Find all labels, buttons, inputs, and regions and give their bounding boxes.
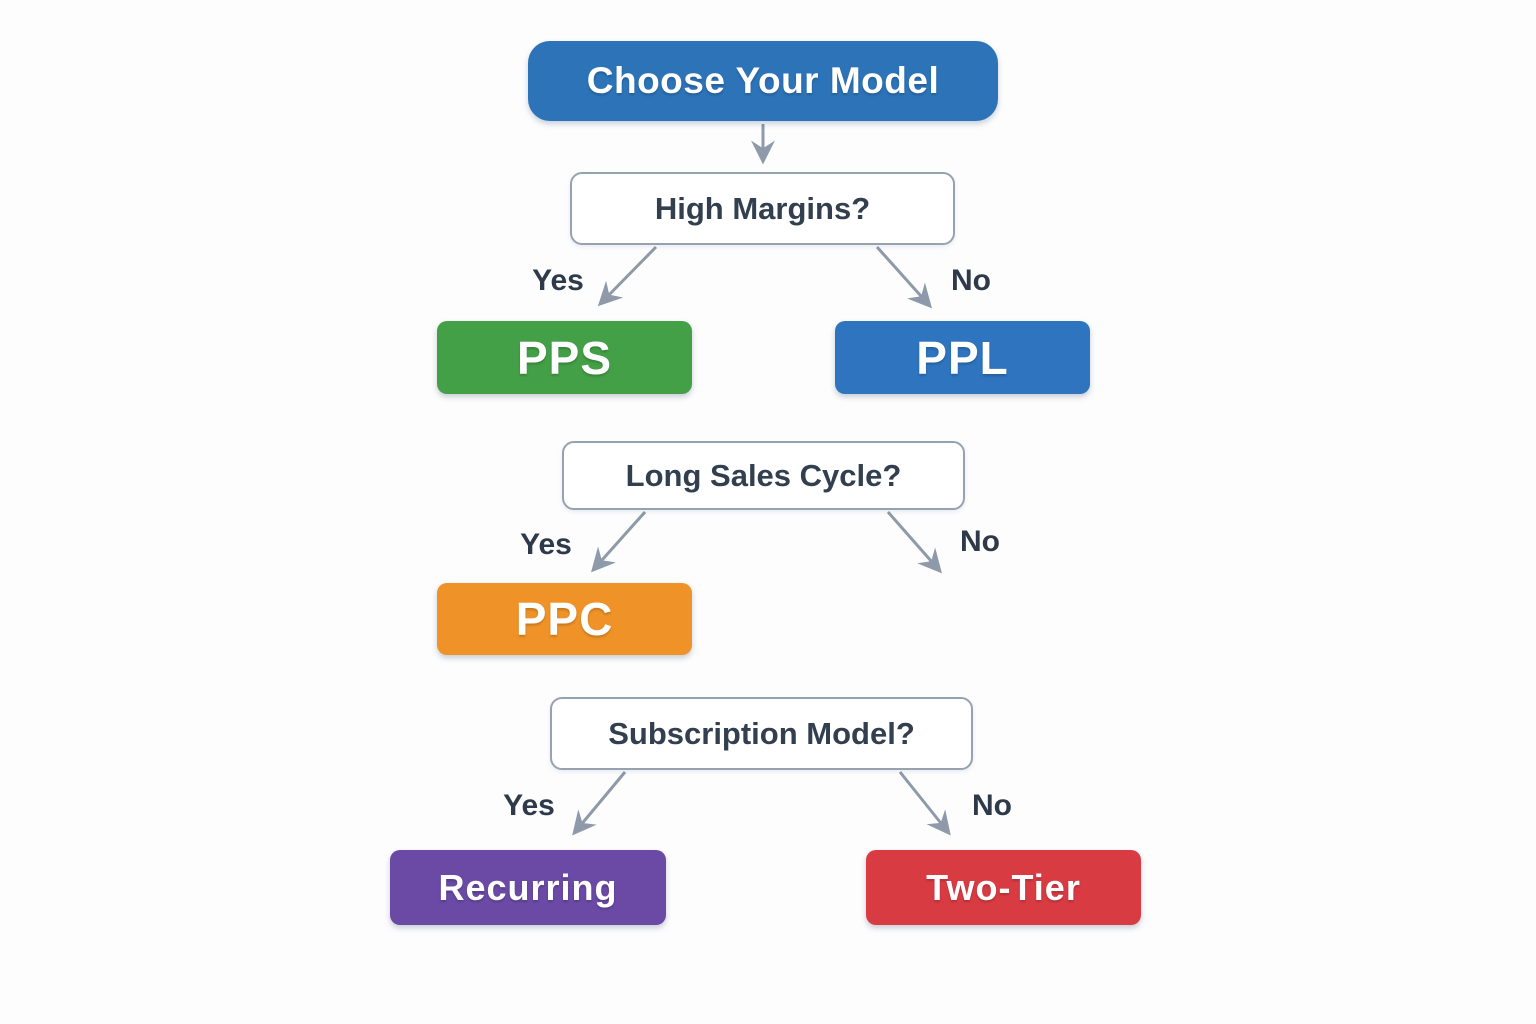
edge-label-q3-yes: Yes: [503, 789, 555, 822]
edge-label-q3-no: No: [972, 789, 1012, 822]
question-node-subscription-model: Subscription Model?: [550, 697, 973, 770]
question-node-high-margins: High Margins?: [570, 172, 955, 245]
edge-label-q2-yes: Yes: [520, 528, 572, 561]
arrow-q1-yes: [597, 245, 658, 307]
arrow-q3-yes: [572, 771, 627, 836]
outcome-node-ppl: PPL: [835, 321, 1090, 394]
edge-label-q1-yes: Yes: [532, 264, 584, 297]
root-node-choose-your-model: Choose Your Model: [528, 41, 998, 121]
outcome-node-recurring: Recurring: [390, 850, 666, 925]
arrow-q1-no: [875, 245, 933, 309]
arrow-q3-no: [898, 771, 951, 836]
edge-label-q2-no: No: [960, 525, 1000, 558]
arrow-q2-no: [886, 511, 942, 574]
arrow-q2-yes: [590, 510, 647, 573]
outcome-node-pps: PPS: [437, 321, 692, 394]
edge-label-q1-no: No: [951, 264, 991, 297]
outcome-node-two-tier: Two-Tier: [866, 850, 1141, 925]
question-node-long-sales-cycle: Long Sales Cycle?: [562, 441, 965, 510]
outcome-node-ppc: PPC: [437, 583, 692, 655]
